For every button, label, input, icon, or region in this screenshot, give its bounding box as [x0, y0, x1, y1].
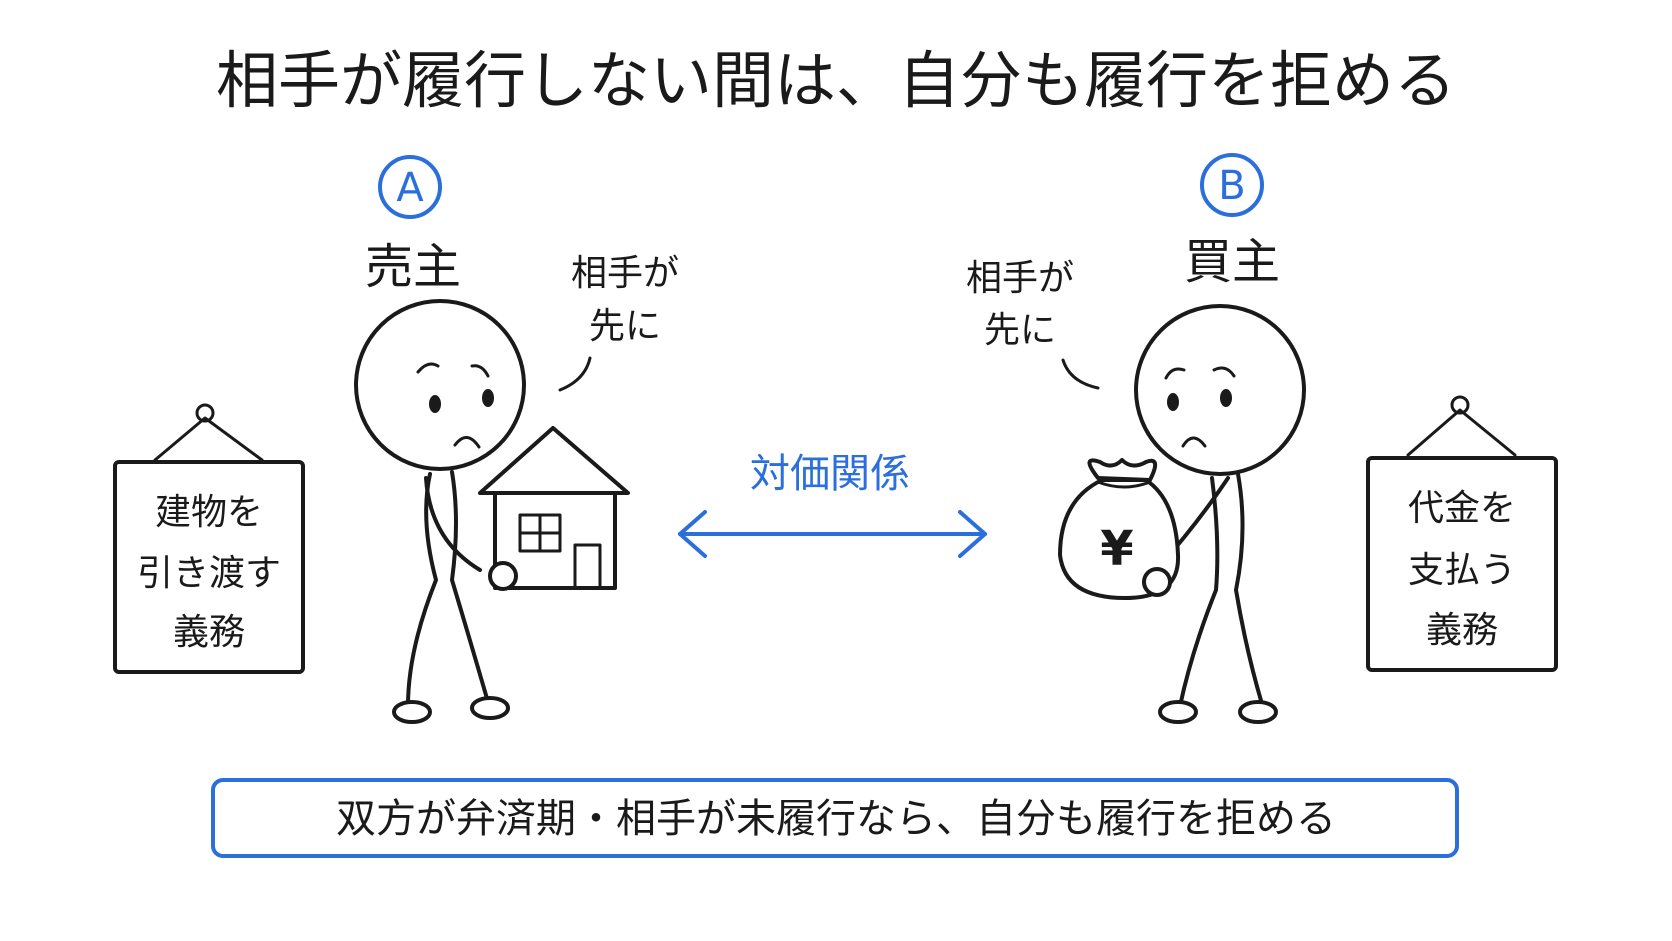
relation-group: 対価関係 [678, 451, 987, 558]
seller-badge-label: A [396, 165, 424, 211]
summary-text: 双方が弁済期・相手が未履行なら、自分も履行を拒める [336, 796, 1336, 842]
buyer-head [1134, 304, 1306, 476]
buyer-speech-tick [1061, 358, 1100, 390]
buyer-foot-left [1158, 700, 1198, 724]
house-door [573, 543, 602, 590]
buyer-figure [1134, 304, 1306, 724]
house-icon [478, 426, 630, 591]
relation-label: 対価関係 [750, 451, 910, 497]
seller-speech-line1: 相手が [571, 253, 679, 294]
buyer-group: B 買主 相手が 先に ¥ [966, 153, 1558, 724]
buyer-sign-line1: 代金を [1408, 488, 1516, 529]
buyer-speech-line2: 先に [984, 310, 1056, 351]
buyer-sign-nail [1450, 395, 1470, 415]
money-bag-icon: ¥ [1058, 458, 1181, 600]
house-window-cross [518, 513, 562, 553]
buyer-badge-circle [1200, 153, 1264, 217]
buyer-eyebrow-left [1164, 367, 1186, 380]
seller-group: A 売主 相手が 先に [113, 155, 679, 724]
seller-mouth [453, 436, 481, 449]
seller-foot-left [392, 700, 432, 724]
seller-eye-left [429, 395, 441, 413]
seller-sign-line2: 引き渡す [137, 553, 281, 594]
buyer-obligation-sign: 代金を 支払う 義務 [1366, 395, 1558, 672]
double-arrow-icon [678, 510, 987, 558]
summary-box: 双方が弁済期・相手が未履行なら、自分も履行を拒める [211, 778, 1459, 858]
buyer-hand [1142, 567, 1172, 597]
seller-head [354, 299, 526, 471]
buyer-speech-line1: 相手が [966, 258, 1074, 299]
seller-speech-line2: 先に [589, 306, 661, 347]
seller-eye-right [482, 389, 494, 407]
seller-leg-left [406, 472, 438, 708]
buyer-eye-right [1220, 389, 1232, 407]
money-bag-tie [1096, 480, 1152, 489]
money-bag-top [1087, 458, 1158, 482]
seller-eyebrow-right [470, 364, 490, 378]
buyer-sign-string [1406, 408, 1517, 457]
seller-leg-right [450, 470, 490, 704]
buyer-eyebrow-right [1212, 366, 1236, 378]
summary-border [211, 778, 1459, 858]
buyer-badge-label: B [1218, 163, 1245, 209]
buyer-role-label: 買主 [1184, 234, 1280, 290]
money-bag-symbol: ¥ [1100, 521, 1133, 577]
seller-sign-nail [195, 403, 215, 423]
seller-role-label: 売主 [365, 239, 461, 295]
buyer-foot-right [1238, 700, 1278, 724]
seller-figure [354, 299, 526, 724]
arrow-head-right [958, 510, 987, 558]
arrow-head-left [678, 510, 707, 558]
seller-speech-tick [558, 356, 592, 392]
seller-obligation-sign: 建物を 引き渡す 義務 [113, 403, 305, 674]
seller-hand [488, 561, 518, 591]
buyer-eye-left [1167, 393, 1179, 411]
seller-eyebrow-left [416, 362, 440, 374]
buyer-sign-line3: 義務 [1426, 610, 1498, 651]
seller-sign-string [153, 416, 264, 462]
buyer-leg-right [1234, 472, 1264, 706]
money-bag-body [1058, 478, 1181, 600]
seller-sign-line3: 義務 [173, 612, 245, 653]
seller-badge-circle [378, 155, 442, 219]
seller-arm [424, 476, 482, 572]
seller-sign-board [113, 460, 305, 674]
buyer-sign-board [1366, 456, 1558, 672]
seller-foot-right [470, 696, 510, 720]
buyer-mouth [1181, 436, 1207, 448]
buyer-leg-left [1178, 476, 1220, 708]
seller-sign-line1: 建物を [155, 492, 263, 533]
page-title: 相手が履行しない間は、自分も履行を拒める [216, 44, 1456, 117]
buyer-sign-line2: 支払う [1408, 550, 1516, 591]
